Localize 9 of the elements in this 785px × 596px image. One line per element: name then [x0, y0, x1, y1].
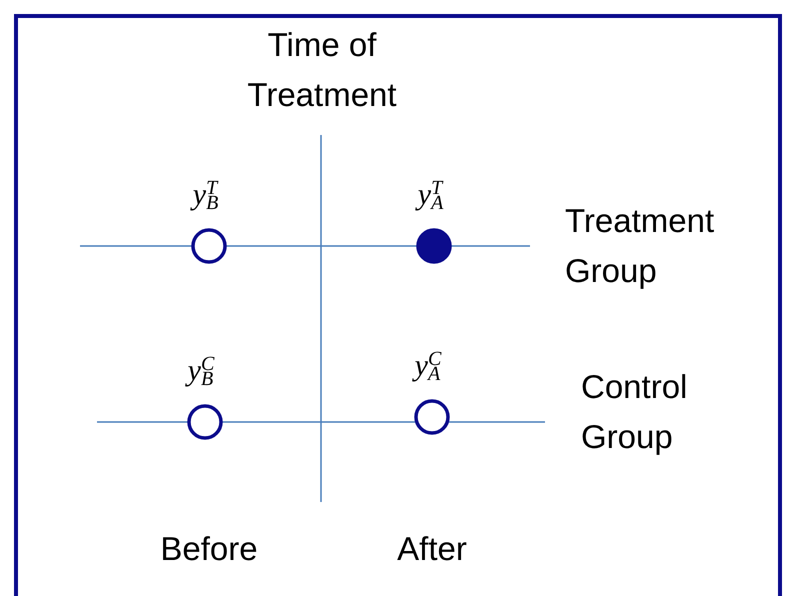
open-marker [414, 399, 450, 435]
axis-label: Time of Treatment [246, 25, 398, 115]
open-marker [187, 404, 223, 440]
filled-marker [416, 228, 452, 264]
axis-label: Treatment Group [565, 201, 716, 291]
axis-label: After [396, 529, 468, 569]
axis-label: Before [159, 529, 259, 569]
open-marker [191, 228, 227, 264]
axis-label: Control Group [581, 367, 688, 457]
